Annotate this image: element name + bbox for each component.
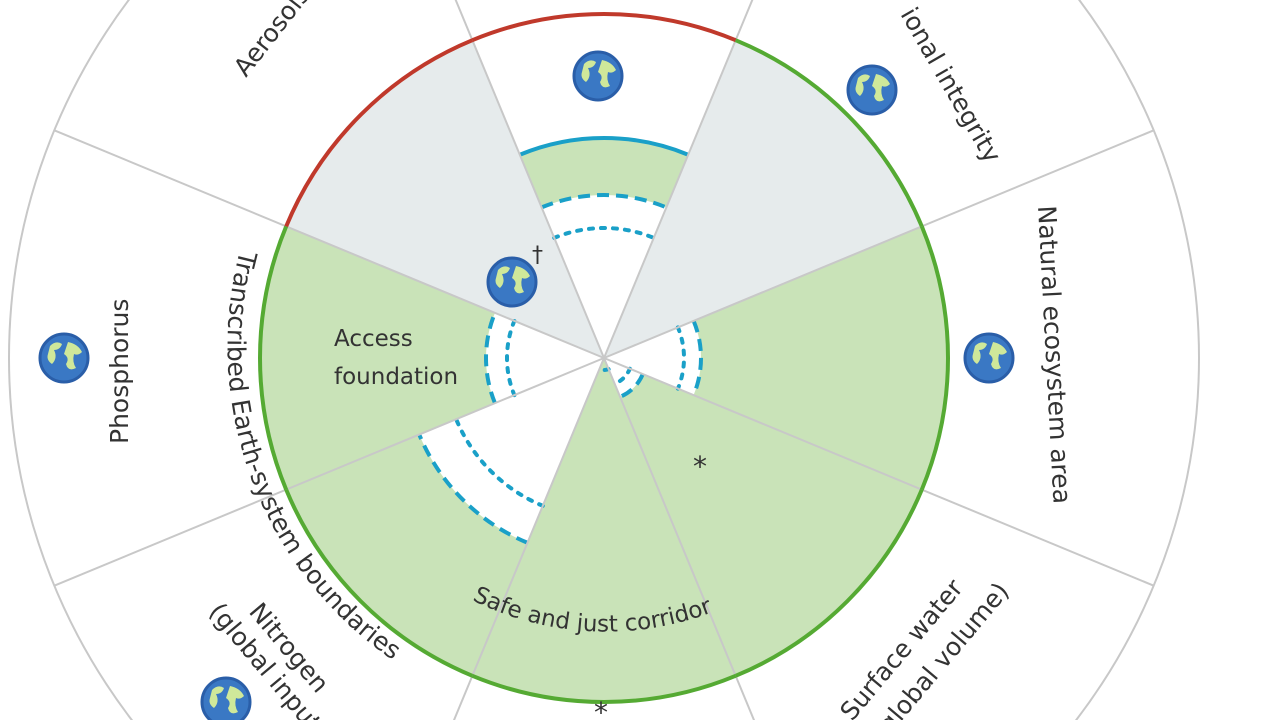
sector-divider-line [452,357,605,720]
globe-icon-climate [572,50,624,102]
globe-ocean [200,676,252,720]
access-foundation-label-line2: foundation [334,364,458,390]
just-boundary-dashed-arc-2 [691,320,703,396]
just-boundary-solid-arc-0 [519,136,689,157]
globe-ocean [963,332,1015,384]
globe-ocean [486,256,538,308]
globe-icon-functional-integrity [846,64,898,116]
safe-boundary-arc-2 [919,225,950,491]
sector-divider-line [603,0,754,359]
globe-land [64,342,82,370]
globe-icons [38,50,1015,720]
globe-icon-natural-ecosystem-area [963,332,1015,384]
sector-label-aerosols: Aerosols [228,0,316,82]
globe-land [855,74,870,96]
safe-boundary-arc-7 [284,38,474,228]
just-boundary-dashed-arc-5 [417,433,529,545]
sector-inner-white-5 [419,358,604,543]
safe-boundary-arc-3 [734,488,924,678]
safe-boundary-arc-6 [258,225,289,491]
just-boundary-dotted-arc-2 [675,325,686,391]
sector-label-phosphorus: Phosphorus [105,299,134,444]
sector-divider-line [603,357,1155,587]
outer-ring-circle [8,0,1200,720]
just-boundary-dotted-arc-6 [505,318,517,398]
globe-land [226,686,244,714]
just-boundary-dashed-arc-6 [484,312,497,404]
inner-boundary-arcs [417,136,703,545]
sector-fill-3 [604,358,922,676]
access-foundation-label-line1: Access [334,326,413,352]
globe-icon-nitrogen [200,676,252,720]
safe-boundary-arc-4 [471,673,737,704]
sector-fill-6 [260,226,604,490]
sector-fill-4 [472,358,736,702]
just-boundary-dashed-arc-3 [619,373,645,399]
sector-fill-0 [519,138,689,208]
sector-divider-line [454,0,605,359]
globe-land [495,266,510,288]
asterisk-marker-bottom: * [594,696,608,720]
asterisk-marker-bottom-right: * [693,450,707,483]
globe-land [581,60,596,82]
sector-divider-line [53,129,605,359]
just-boundary-dashed-arc-0 [540,193,668,210]
sector-divider-line [603,129,1155,359]
sector-inner-white-6 [486,312,604,404]
safe-boundary-arc-5 [284,488,474,678]
outer-boundary-arcs [258,12,950,704]
globe-land [598,60,616,88]
sector-divider-line [53,357,605,587]
globe-land [972,342,987,364]
globe-icon-phosphorus [38,332,90,384]
sector-fill-2 [693,226,948,490]
dagger-marker: † [532,243,543,268]
sector-label-functional-integrity: ional integrity [895,3,1007,168]
just-boundary-dotted-arc-5 [454,417,545,508]
globe-ocean [38,332,90,384]
safe-boundary-arc-0 [471,12,737,43]
globe-land [872,74,890,102]
globe-land [47,342,62,364]
sector-divider-line [603,357,756,720]
globe-ocean [846,64,898,116]
sector-label-natural-ecosystem-area: Natural ecosystem area [1032,205,1077,505]
globe-land [989,342,1007,370]
safe-boundary-arc-1 [734,38,924,228]
globe-ocean [572,50,624,102]
grid-lines [8,0,1200,720]
sector-fill-1 [604,40,922,359]
sector-fills [260,40,948,702]
globe-land [512,266,530,294]
globe-land [209,686,224,708]
globe-icon-aerosols [486,256,538,308]
just-boundary-dotted-arc-0 [552,226,656,240]
